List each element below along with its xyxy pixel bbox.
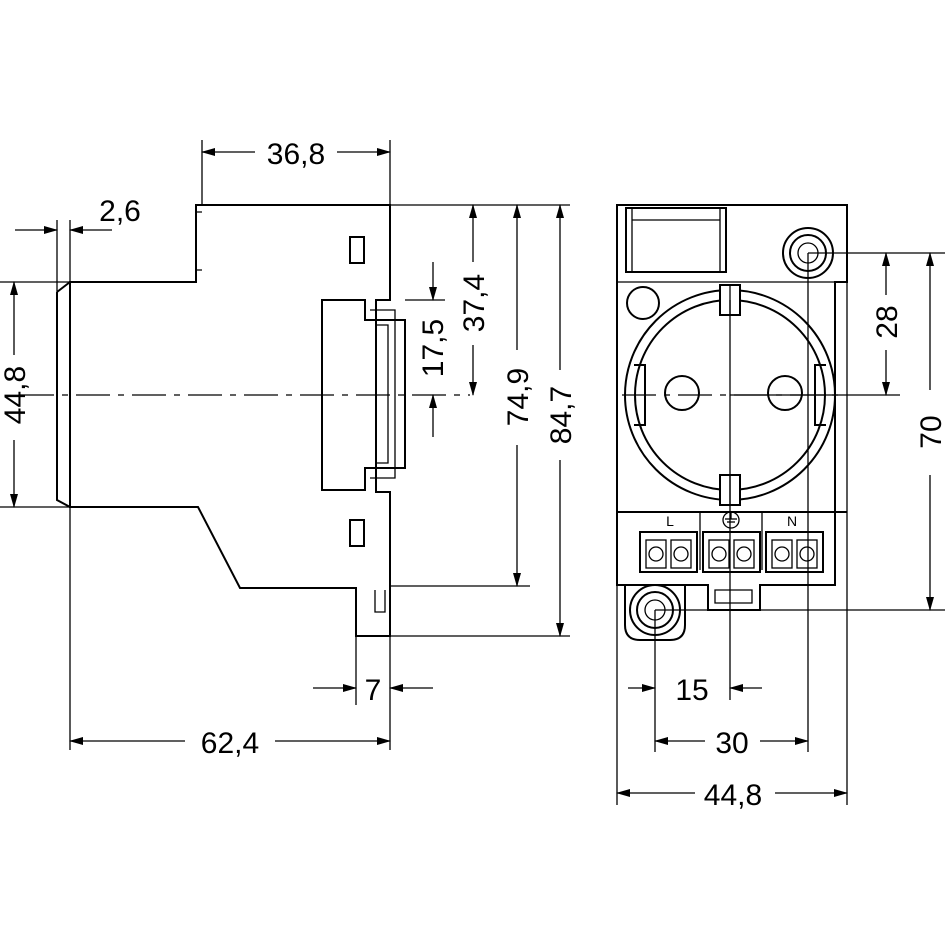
- ground-symbol-icon: [722, 511, 740, 529]
- dim-height-mid: 74,9: [502, 368, 535, 426]
- dim-front-width: 44,8: [704, 779, 762, 812]
- din-rail-profile: [321, 299, 406, 491]
- side-housing-outline: [69, 204, 391, 637]
- dim-total-depth: 62,4: [201, 727, 259, 760]
- dim-upper-height: 37,4: [458, 274, 491, 332]
- front-view: L N: [616, 204, 848, 641]
- dim-rail-height: 17,5: [417, 319, 450, 377]
- dim-clip-width: 7: [365, 674, 382, 707]
- dim-top-width: 36,8: [267, 138, 325, 171]
- terminal-block: [617, 511, 847, 573]
- side-dimension-lines: [10, 148, 564, 745]
- front-extension-lines: [616, 252, 945, 805]
- socket-pin-hole-right: [767, 375, 803, 411]
- dim-pitch-half: 15: [675, 674, 708, 707]
- side-view: [20, 204, 470, 637]
- dim-pitch: 30: [715, 727, 748, 760]
- dim-left-height: 44,8: [0, 366, 32, 424]
- side-back-plate: [56, 281, 71, 508]
- lower-slot: [349, 519, 365, 547]
- dim-height-total: 84,7: [545, 386, 578, 444]
- front-dimension-lines: [616, 252, 934, 797]
- terminal-label-neutral: N: [787, 513, 797, 529]
- dim-hole-height: 28: [871, 305, 904, 338]
- indicator-circle: [626, 286, 660, 320]
- side-extension-lines: [0, 140, 570, 750]
- upper-slot: [349, 236, 365, 264]
- dim-front-total-height: 70: [915, 415, 947, 448]
- terminal-label-live: L: [666, 513, 674, 529]
- front-label-cover: [625, 207, 727, 273]
- dim-left-offset: 2,6: [99, 195, 141, 228]
- socket-pin-hole-left: [664, 375, 700, 411]
